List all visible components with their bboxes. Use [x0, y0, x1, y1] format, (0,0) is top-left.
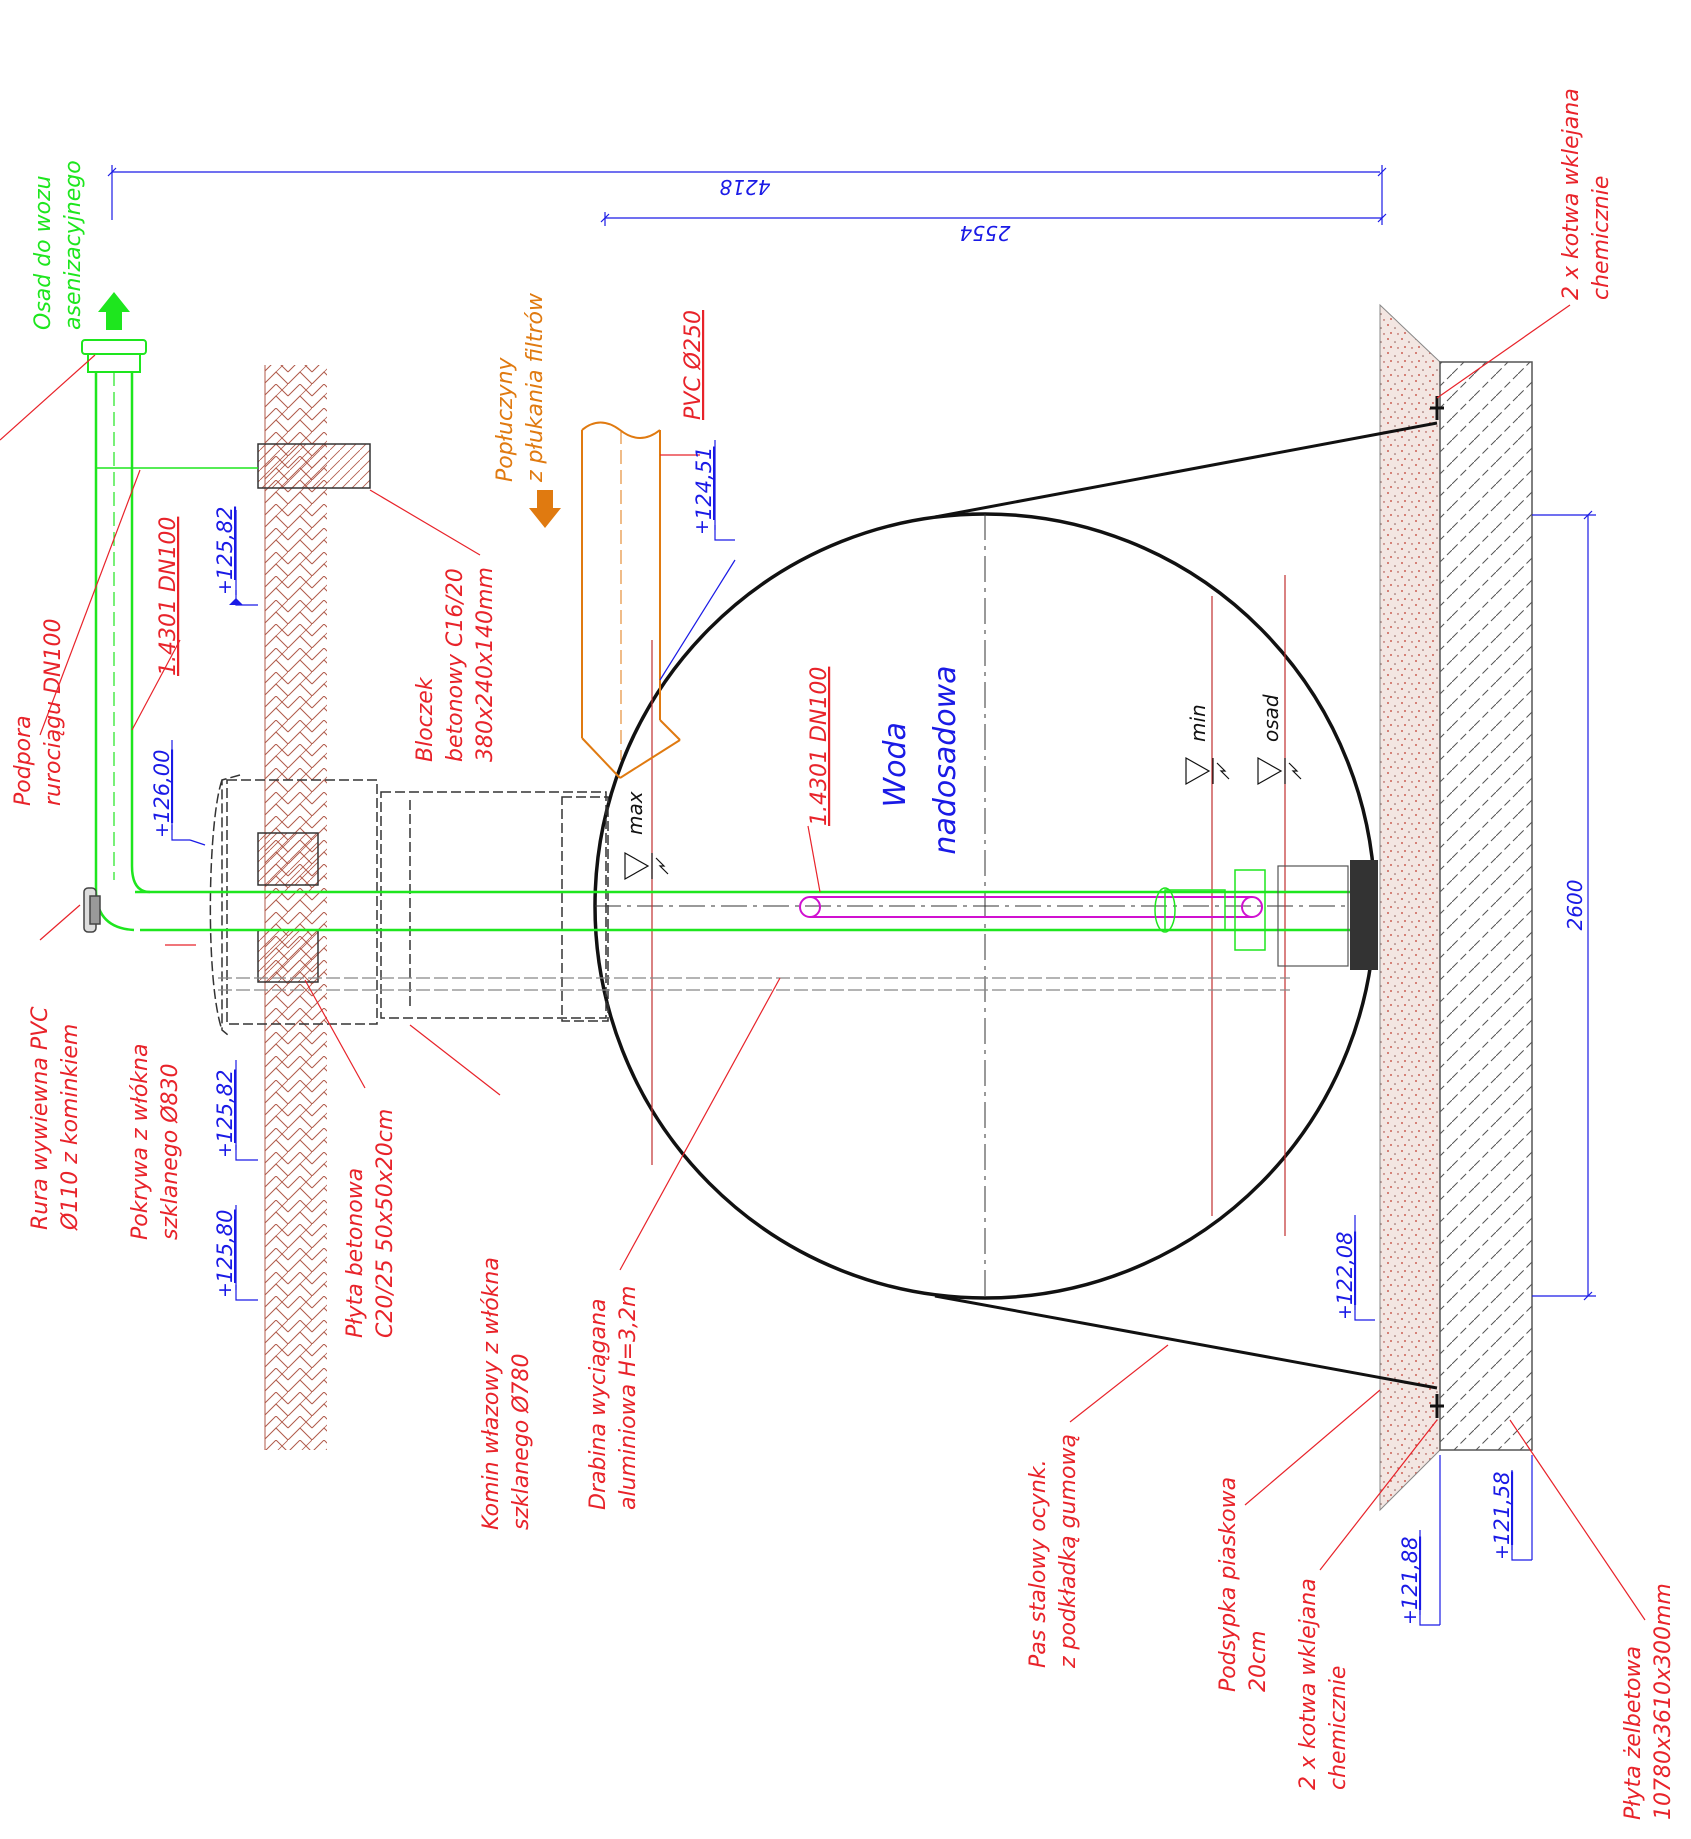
dimension-tank-diameter: [1532, 510, 1596, 1301]
svg-text:+: +: [214, 1282, 236, 1298]
dimension-overall: [107, 165, 1387, 225]
rc-slab: [1439, 361, 1533, 1451]
level-tag-tank-bottom: + 122,08: [1333, 1215, 1375, 1321]
level-min-label: min: [1186, 704, 1210, 742]
riser-pipe-label: 1.4301 DN100: [156, 517, 181, 676]
level-tag-slab-bottom: + 121,58: [1490, 1455, 1533, 1561]
svg-text:+: +: [1399, 1609, 1421, 1625]
manhole-shaft-label: Komin włazowy z włókna szklanego Ø780: [479, 1250, 534, 1530]
dimension-tank-diameter-label: 2600: [1563, 880, 1587, 931]
concrete-slab-label: Płyta betonowa C20/25 50x50x20cm: [343, 1109, 398, 1338]
level-marker-min: [1185, 756, 1230, 786]
level-tag-slab-edge: + 121,88: [1398, 1455, 1441, 1626]
outlet-riser: [94, 372, 258, 932]
manhole-cover: [209, 774, 241, 1036]
svg-text:+: +: [1491, 1544, 1513, 1560]
concrete-slabs: [257, 832, 319, 983]
tank-centerlines: [595, 514, 1375, 1298]
svg-text:122,08: 122,08: [1333, 1232, 1357, 1305]
outlet-coupling: [81, 339, 147, 373]
svg-text:+: +: [214, 579, 236, 595]
sand-bedding-label: Podsypka piaskowa 20cm: [1216, 1470, 1271, 1692]
level-sludge-label: osad: [1259, 694, 1283, 742]
svg-text:+: +: [1334, 1304, 1356, 1320]
manhole-shaft: [226, 779, 609, 1025]
level-marker-max: [624, 851, 669, 881]
backwash-arrow-icon: [529, 490, 561, 528]
level-tag-manhole-top: + 126,00: [150, 740, 206, 846]
dimension-overall-label: 4218: [720, 175, 771, 199]
vent-pipe-label: Rura wywiewna PVC Ø110 z kominkiem: [28, 1000, 83, 1232]
water-level-lines: [651, 575, 1286, 1236]
level-tag-ground-mid: + 125,82: [213, 1060, 258, 1161]
dimension-strap-span: [600, 212, 1387, 226]
steel-strap: [934, 421, 1438, 1390]
svg-text:125,82: 125,82: [213, 1070, 237, 1143]
ladder-label: Drabina wyciągana aluminiowa H=3,2m: [586, 1286, 641, 1510]
inlet-pipe: [581, 421, 681, 779]
vent-cowl-icon: [83, 887, 101, 933]
svg-text:+: +: [151, 822, 173, 838]
level-tag-ground-low: + 125,80: [213, 1205, 258, 1301]
svg-text:+: +: [691, 519, 713, 535]
sand-bedding: [1379, 303, 1441, 1512]
supernatant-label: Woda nadosadowa: [878, 665, 963, 854]
level-marker-sludge: [1257, 756, 1302, 786]
pipe-support-label: Podpora rurociągu DN100: [11, 619, 66, 806]
svg-text:+: +: [214, 1142, 236, 1158]
anchor-top: [1430, 396, 1444, 420]
svg-text:125,82: 125,82: [213, 507, 237, 580]
block-label: Bloczek betonowy C16/20 380x240x140mm: [413, 561, 498, 762]
pump-base: [1277, 860, 1378, 970]
anchors-bottom-label: 2 x kotwa wklejana chemicznie: [1296, 1571, 1351, 1790]
svg-text:126,00: 126,00: [150, 750, 174, 823]
inner-pipe-label: 1.4301 DN100: [807, 667, 832, 826]
svg-text:121,88: 121,88: [1398, 1537, 1422, 1610]
rc-slab-label: Płyta żelbetowa 10780x3610x300mm: [1621, 1583, 1676, 1820]
level-tag-inlet: + 124,51: [659, 440, 736, 681]
level-tag-ground-left-support: + 125,82: [213, 507, 258, 606]
dimension-strap-span-label: 2554: [960, 221, 1011, 245]
suction-pipe: [799, 896, 1263, 918]
concrete-block: [257, 443, 371, 489]
inner-pipe: [135, 890, 1350, 932]
sludge-outlet-label: Osad do wozu asenizacyjnego: [31, 160, 86, 330]
anchors-top-label: 2 x kotwa wklejana chemicznie: [1559, 81, 1614, 300]
level-max-label: max: [623, 791, 647, 835]
outlet-arrow-icon: [98, 292, 130, 330]
svg-text:121,58: 121,58: [1490, 1472, 1514, 1545]
svg-text:124,51: 124,51: [692, 447, 716, 520]
cover-label: Pokrywa z włókna szklanego Ø830: [128, 1037, 183, 1240]
backwash-label: Popłuczyny z płukania filtrów: [493, 292, 548, 483]
pump: [1154, 869, 1266, 951]
pvc-inlet-label: PVC Ø250: [681, 310, 706, 420]
svg-text:125,80: 125,80: [213, 1210, 237, 1283]
anchor-bottom: [1430, 1394, 1444, 1418]
soil-strip: [264, 365, 327, 1450]
leader-lines: [0, 304, 1646, 1621]
steel-strap-label: Pas stalowy ocynk. z podkładką gumową: [1026, 1434, 1081, 1669]
ladder: [218, 977, 1290, 991]
